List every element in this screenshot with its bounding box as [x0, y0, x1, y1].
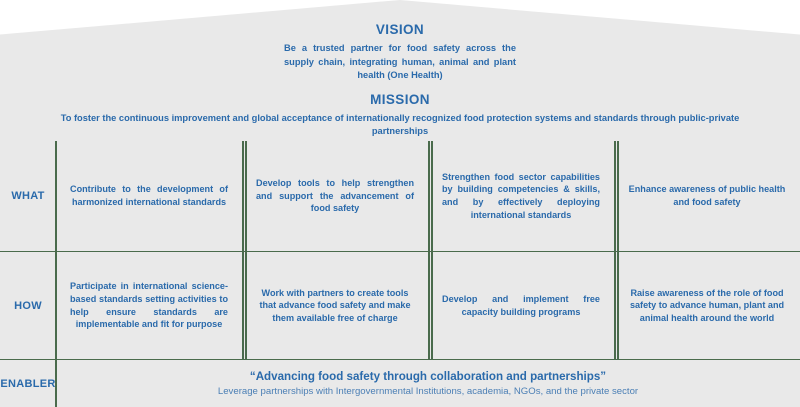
enabler-content: “Advancing food safety through collabora…: [56, 360, 800, 407]
how-cell-2-text: Work with partners to create tools that …: [259, 287, 411, 323]
label-column-divider-how: [55, 252, 57, 359]
how-cell-1: Participate in international science-bas…: [56, 252, 242, 359]
how-cell-3-text: Develop and implement free capacity buil…: [442, 293, 600, 317]
how-cell-4-text: Raise awareness of the role of food safe…: [629, 287, 785, 323]
label-column-divider-what: [55, 141, 57, 251]
what-cell-4-text: Enhance awareness of public health and f…: [628, 184, 786, 207]
what-cells: Contribute to the development of harmoni…: [56, 141, 800, 251]
how-cell-2: Work with partners to create tools that …: [242, 252, 428, 359]
what-cell-3: Strengthen food sector capabilities by b…: [428, 141, 614, 251]
house-body: WHAT Contribute to the development of ha…: [0, 141, 800, 407]
enabler-subtitle: Leverage partnerships with Intergovernme…: [217, 386, 639, 397]
what-cell-2-text: Develop tools to help strengthen and sup…: [256, 178, 414, 214]
how-cell-3: Develop and implement free capacity buil…: [428, 252, 614, 359]
roof-content: VISION Be a trusted partner for food saf…: [0, 0, 800, 141]
label-column-divider-enabler: [55, 360, 57, 407]
what-cell-2: Develop tools to help strengthen and sup…: [242, 141, 428, 251]
vision-heading: VISION: [375, 22, 425, 37]
pillar-divider-1: [242, 141, 247, 251]
row-divider-2: [0, 358, 800, 360]
mission-text: To foster the continuous improvement and…: [60, 113, 740, 136]
what-cell-4: Enhance awareness of public health and f…: [614, 141, 800, 251]
pillar-divider-3: [614, 141, 619, 251]
pillar-divider-2: [428, 141, 433, 251]
row-label-how: HOW: [14, 299, 42, 312]
roof-panel: [0, 0, 800, 141]
how-cell-4: Raise awareness of the role of food safe…: [614, 252, 800, 359]
enabler-title: “Advancing food safety through collabora…: [249, 370, 607, 383]
row-how: HOW Participate in international science…: [0, 252, 800, 359]
pillar-divider-4: [242, 252, 247, 359]
row-enabler: ENABLER “Advancing food safety through c…: [0, 360, 800, 407]
row-label-enabler: ENABLER: [0, 377, 56, 390]
what-cell-1-text: Contribute to the development of harmoni…: [70, 184, 228, 207]
pillar-divider-5: [428, 252, 433, 359]
how-cell-1-text: Participate in international science-bas…: [70, 281, 228, 330]
vision-text: Be a trusted partner for food safety acr…: [284, 43, 516, 80]
how-cells: Participate in international science-bas…: [56, 252, 800, 359]
row-label-what: WHAT: [11, 190, 45, 202]
mission-heading: MISSION: [370, 92, 430, 107]
what-cell-1: Contribute to the development of harmoni…: [56, 141, 242, 251]
mission-block: MISSION To foster the continuous improve…: [60, 92, 740, 138]
pillar-divider-6: [614, 252, 619, 359]
what-cell-3-text: Strengthen food sector capabilities by b…: [442, 171, 600, 220]
row-what: WHAT Contribute to the development of ha…: [0, 141, 800, 251]
vision-block: VISION Be a trusted partner for food saf…: [200, 22, 600, 83]
row-divider-1: [0, 250, 800, 252]
